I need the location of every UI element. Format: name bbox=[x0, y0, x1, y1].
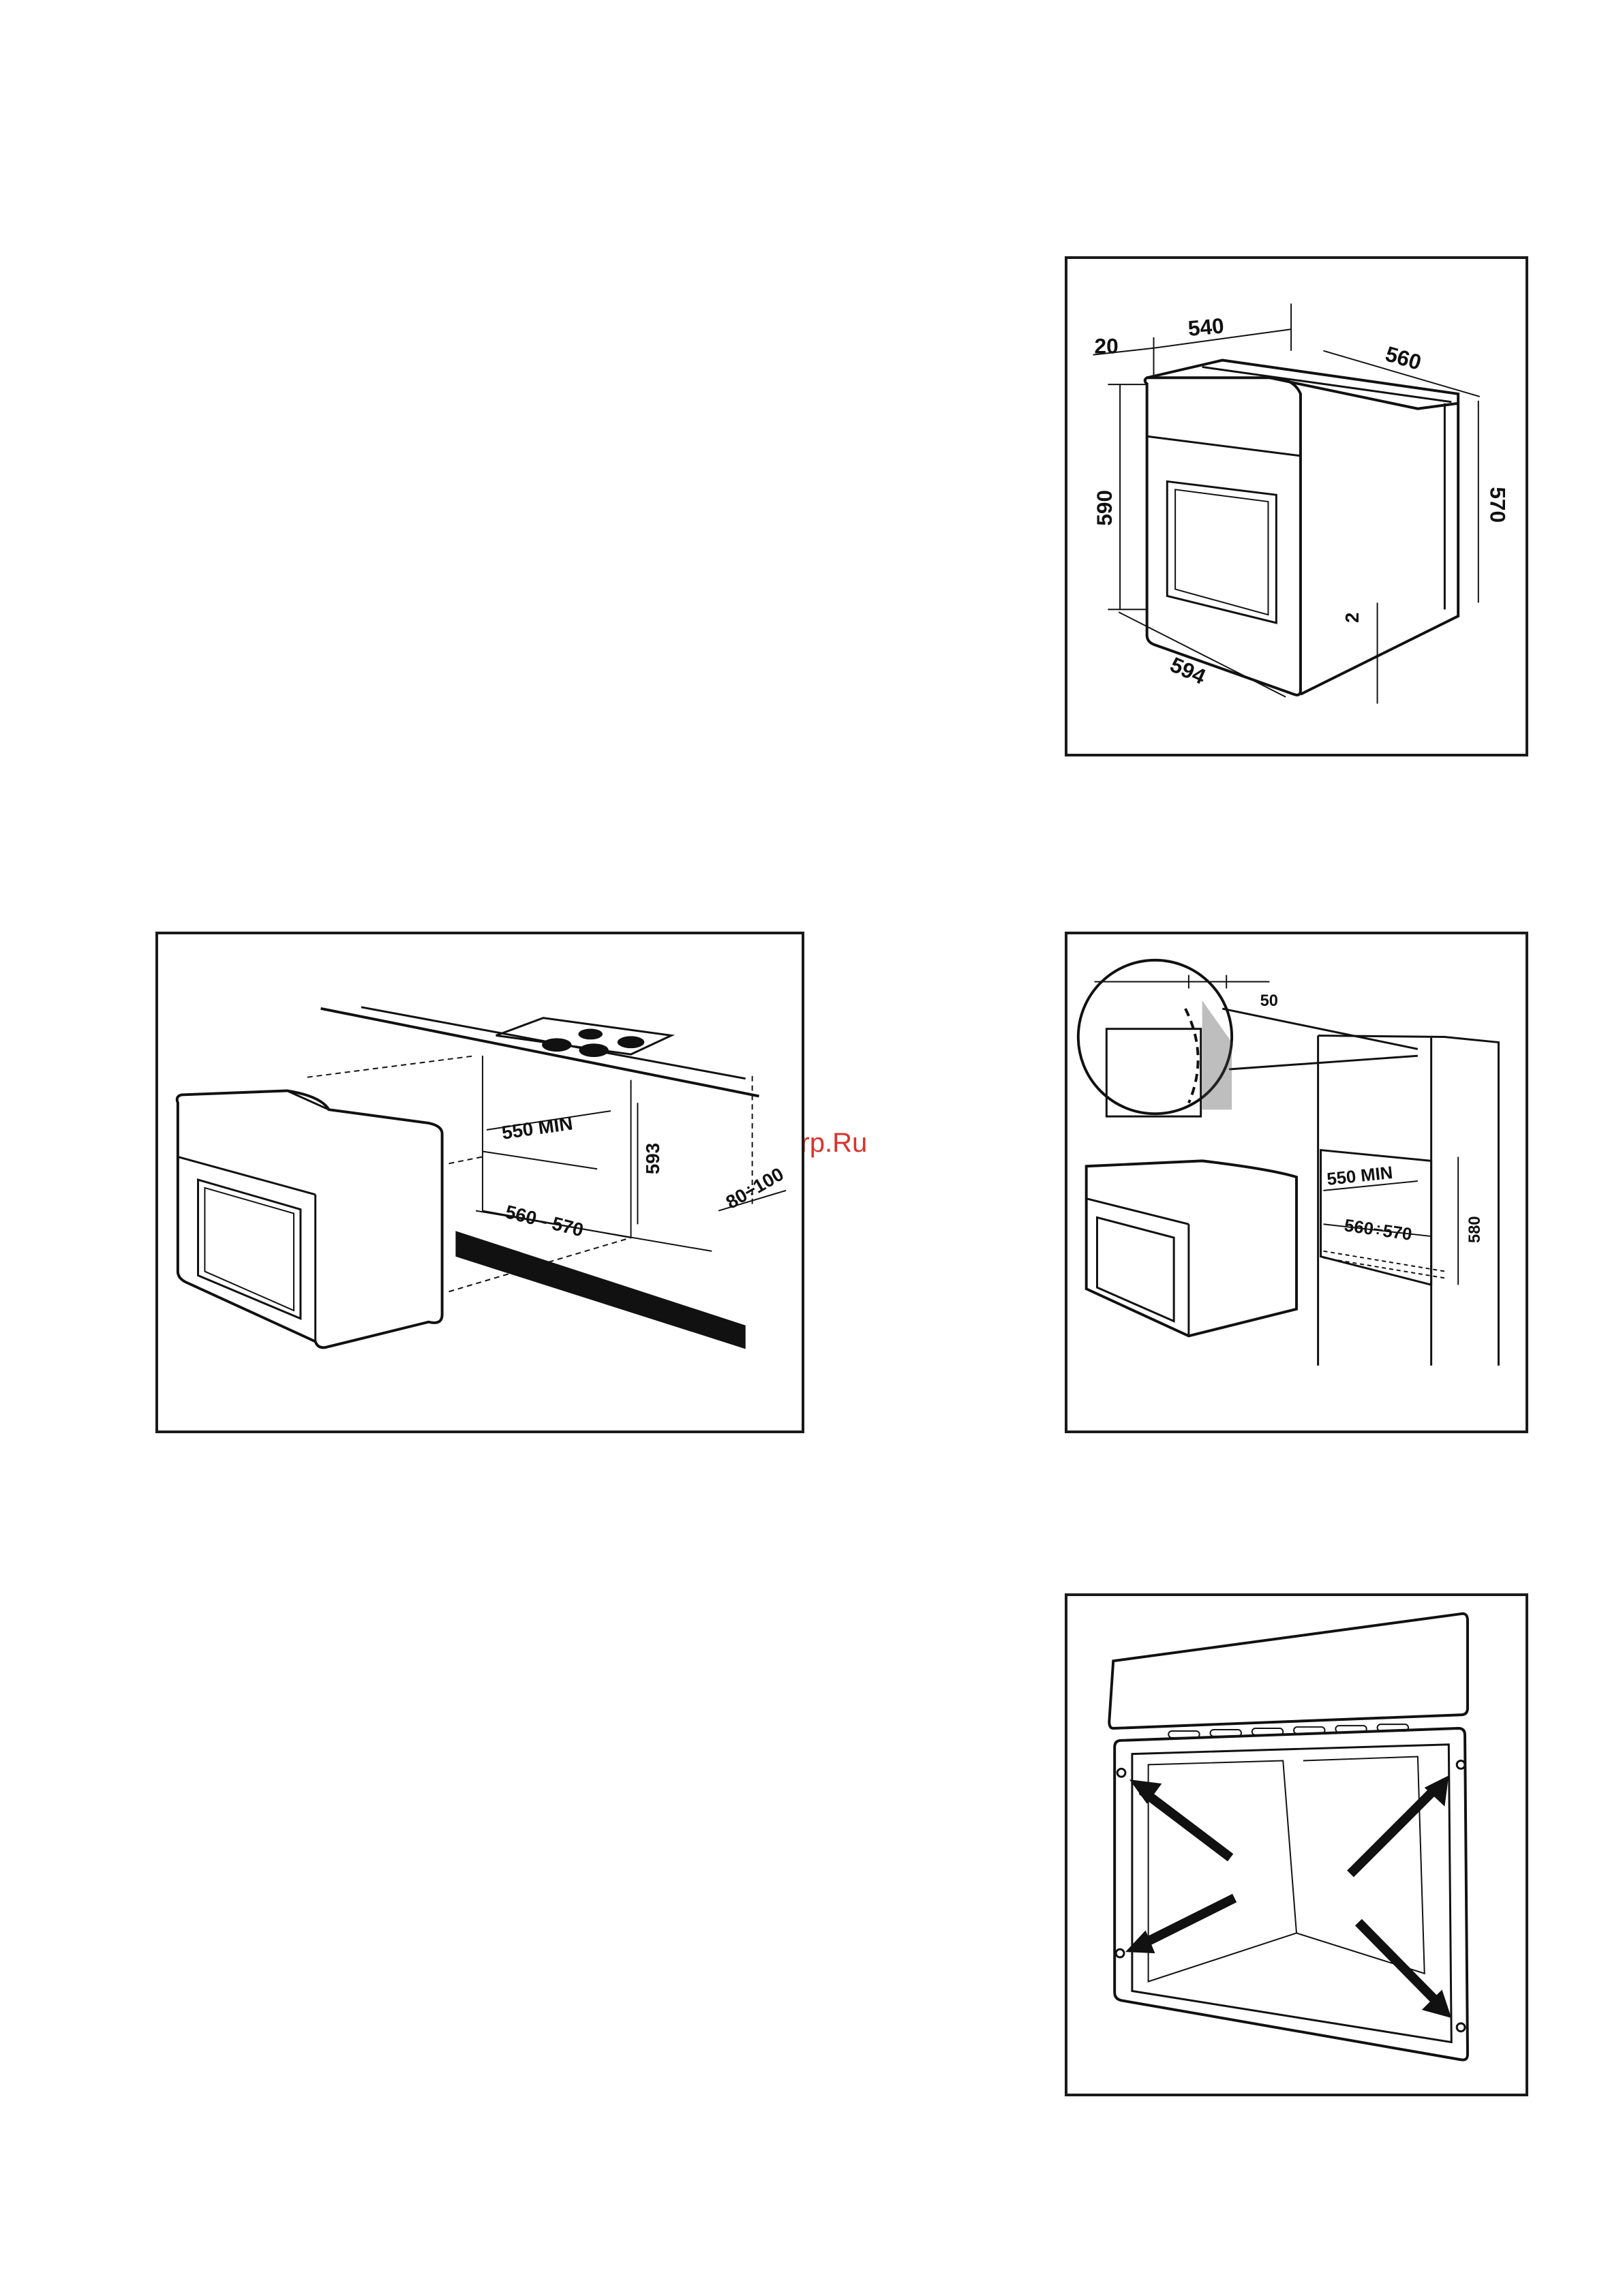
label-540: 540 bbox=[1187, 313, 1225, 340]
oven-control-line bbox=[1087, 1199, 1189, 1225]
arrow-bottom-right bbox=[1359, 1923, 1451, 2018]
fixing-drawing bbox=[1067, 1596, 1526, 2094]
oven-frame-inner bbox=[1132, 1745, 1451, 2042]
figure-oven-dimensions: 20 540 560 590 570 2 594 bbox=[1065, 256, 1528, 756]
screw-hole-top-left bbox=[1117, 1769, 1125, 1777]
screw-hole-bottom-right bbox=[1457, 2023, 1465, 2032]
oven-window-inner bbox=[1175, 489, 1268, 615]
figure-oven-fixing bbox=[1065, 1593, 1528, 2096]
column-cabinet-outline bbox=[1318, 1036, 1499, 1366]
screw-hole-bottom-left bbox=[1116, 1949, 1124, 1957]
figure-column-installation: 50 550 MIN 580 560÷570 bbox=[1065, 932, 1528, 1433]
detail-hatched-wall bbox=[1202, 1000, 1232, 1109]
oven-body-outline bbox=[1147, 361, 1459, 694]
oven-window bbox=[1097, 1217, 1174, 1321]
hob-burner-2 bbox=[579, 1043, 609, 1057]
niche-outline bbox=[483, 1056, 631, 1238]
oven-dimensions-drawing: 20 540 560 590 570 2 594 bbox=[1067, 259, 1526, 754]
label-50: 50 bbox=[1260, 992, 1278, 1010]
label-550min: 550 MIN bbox=[1326, 1163, 1393, 1189]
oven-outline bbox=[177, 1090, 442, 1347]
label-2: 2 bbox=[1341, 613, 1363, 623]
hob-burner-1 bbox=[542, 1038, 572, 1052]
label-570: 570 bbox=[1486, 487, 1511, 523]
label-593: 593 bbox=[642, 1143, 663, 1174]
niche-depth-line bbox=[483, 1152, 597, 1169]
detail-pointer-bottom bbox=[1229, 1056, 1418, 1069]
label-560-570: 560÷570 bbox=[1343, 1216, 1413, 1244]
oven-top-corner bbox=[287, 1090, 329, 1109]
dim-line-594 bbox=[1119, 612, 1286, 697]
screw-hole-top-right bbox=[1457, 1760, 1465, 1769]
arrow-top-left bbox=[1129, 1779, 1230, 1858]
arrow-top-right bbox=[1350, 1775, 1448, 1873]
hob-burner-3 bbox=[618, 1036, 645, 1048]
undercounter-drawing: 550 MIN 593 80÷100 560 - 570 bbox=[158, 934, 802, 1430]
niche-floor bbox=[1324, 1251, 1445, 1279]
label-560-570: 560 - 570 bbox=[503, 1201, 586, 1240]
detail-square bbox=[1106, 1029, 1200, 1116]
oven-outline bbox=[1087, 1161, 1296, 1336]
label-580: 580 bbox=[1466, 1216, 1484, 1243]
cavity-left-wall bbox=[1149, 1760, 1296, 1981]
column-drawing: 50 550 MIN 580 560÷570 bbox=[1067, 934, 1526, 1430]
label-20: 20 bbox=[1095, 334, 1119, 358]
air-flow-arrow bbox=[1185, 1009, 1198, 1103]
oven-frame-outer bbox=[1114, 1728, 1468, 2060]
label-550min: 550 MIN bbox=[500, 1112, 574, 1143]
oven-window-inner bbox=[204, 1188, 294, 1311]
arrow-bottom-left bbox=[1125, 1898, 1234, 1953]
plinth-beam bbox=[455, 1231, 745, 1349]
label-80-100: 80÷100 bbox=[722, 1163, 787, 1213]
label-590: 590 bbox=[1092, 490, 1117, 526]
worktop-front-edge bbox=[321, 1009, 759, 1097]
control-panel-line bbox=[1147, 436, 1301, 456]
label-594: 594 bbox=[1166, 652, 1209, 690]
detail-pointer-top bbox=[1222, 1009, 1418, 1049]
figure-undercounter-installation: 550 MIN 593 80÷100 560 - 570 bbox=[155, 932, 804, 1433]
control-panel bbox=[1109, 1614, 1468, 1728]
hob-burner-4 bbox=[578, 1028, 603, 1039]
